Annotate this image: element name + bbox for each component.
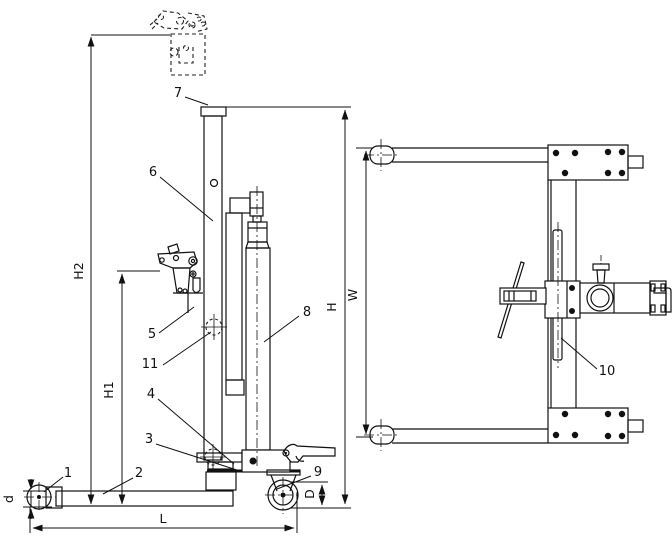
clamp-block: [544, 280, 581, 319]
lift-channel: [225, 212, 243, 381]
dim-label-W: W: [345, 289, 360, 301]
mast-cap: [200, 106, 227, 117]
mount-plate-bottom: [547, 407, 629, 444]
latch-top: [499, 287, 547, 305]
part-label-5: 5: [148, 327, 156, 342]
leader-lines: [43, 96, 598, 495]
dim-label-H1: H1: [101, 381, 116, 398]
phantom-raised-carriage: [149, 10, 208, 76]
dim-label-d: d: [1, 495, 16, 503]
base-leg: [55, 490, 234, 507]
part-label-6: 6: [149, 165, 157, 180]
part-label-2: 2: [135, 466, 143, 481]
hydraulic-cylinder: [245, 191, 271, 451]
dimension-lines: [23, 34, 373, 533]
mast-column: [203, 115, 223, 461]
plate-bolts: [552, 148, 626, 440]
dim-label-L: L: [160, 511, 167, 526]
handle-bracket: [649, 280, 667, 316]
part-label-4: 4: [147, 387, 155, 402]
mast-hole: [209, 178, 219, 188]
position-crosshairs: [200, 314, 227, 470]
pump-handle: [653, 287, 672, 313]
dim-label-H: H: [324, 302, 339, 311]
release-valve: [592, 263, 610, 271]
part-label-7: 7: [174, 86, 182, 101]
dim-label-H2: H2: [71, 262, 86, 279]
part-label-8: 8: [303, 305, 311, 320]
rear-caster: [266, 469, 301, 511]
part-label-11: 11: [142, 357, 159, 372]
part-label-1: 1: [64, 466, 72, 481]
top-view-centerlines: [364, 139, 559, 451]
dim-label-D: D: [302, 489, 317, 499]
side-view: [26, 106, 336, 511]
centerlines: [24, 186, 301, 514]
carriage-latch: [157, 243, 203, 313]
pump-pedal: [241, 443, 336, 473]
top-view: [369, 144, 672, 445]
part-label-10: 10: [599, 364, 616, 379]
mount-plate-top: [547, 144, 629, 181]
part-label-3: 3: [145, 432, 153, 447]
part-label-9: 9: [314, 465, 322, 480]
